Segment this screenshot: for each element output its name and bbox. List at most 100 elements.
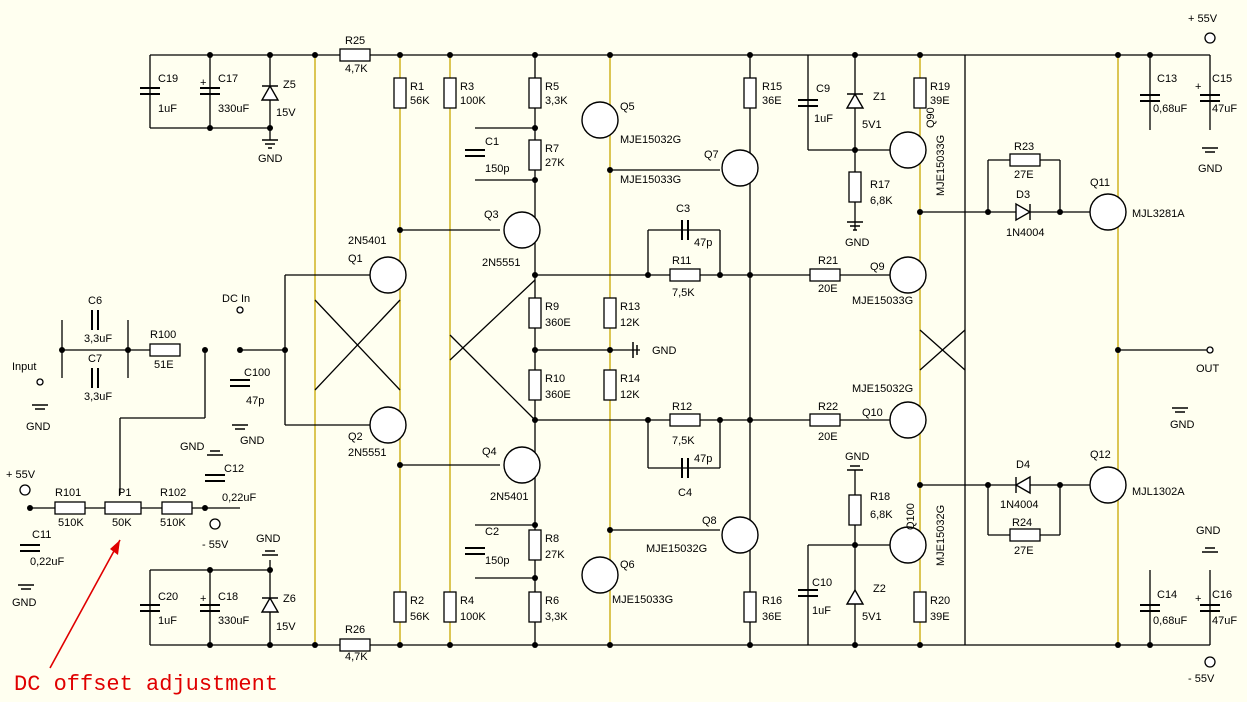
cross-wires <box>314 55 966 645</box>
label-r15-value: 36E <box>762 95 782 107</box>
label-q4: Q4 <box>482 446 497 458</box>
label-r100-value: 51E <box>154 359 174 371</box>
label-r25: R25 <box>345 35 365 47</box>
ground-icon <box>1172 407 1188 413</box>
label-gnd: GND <box>652 345 677 357</box>
capacitor-c15 <box>1200 94 1220 102</box>
resistor-r100 <box>149 343 181 357</box>
transistor-q7-icon <box>721 149 759 187</box>
capacitor-c17 <box>200 87 220 95</box>
capacitors <box>20 87 1220 612</box>
ground-icon <box>18 584 34 590</box>
junction-dots <box>27 52 1153 648</box>
label-c9-value: 1uF <box>814 113 833 125</box>
label-q8: Q8 <box>702 515 717 527</box>
label-r16-value: 36E <box>762 611 782 623</box>
resistor-r10 <box>528 369 542 401</box>
terminal-plus55-icon <box>1204 32 1216 44</box>
resistor-r26 <box>339 638 371 652</box>
label-input: Input <box>12 361 36 373</box>
label-r9: R9 <box>545 301 559 313</box>
label-c10: C10 <box>812 577 832 589</box>
capacitor-c1 <box>465 149 485 157</box>
label-c100-value: 47p <box>246 395 264 407</box>
transistor-q11-icon <box>1089 193 1127 231</box>
resistor-r14 <box>603 369 617 401</box>
resistor-r16 <box>743 591 757 623</box>
capacitor-c14 <box>1140 604 1160 612</box>
resistor-r21 <box>809 268 841 282</box>
label-c15-value: 47uF <box>1212 103 1237 115</box>
label-r10-value: 360E <box>545 389 571 401</box>
resistor-r8 <box>528 529 542 561</box>
label-r18-value: 6,8K <box>870 509 893 521</box>
capacitor-c100 <box>230 379 250 387</box>
label-z5-value: 15V <box>276 107 296 119</box>
label-z5: Z5 <box>283 79 296 91</box>
label-r15: R15 <box>762 81 782 93</box>
terminals <box>19 32 1216 668</box>
zener-z5-icon <box>260 84 280 101</box>
label-r4: R4 <box>460 595 474 607</box>
capacitor-c16 <box>1200 604 1220 612</box>
diode-d3-icon <box>1015 202 1032 222</box>
label-c16-value: 47uF <box>1212 615 1237 627</box>
label-c3-value: 47p <box>694 237 712 249</box>
capacitor-c18 <box>200 604 220 612</box>
label-c7: C7 <box>88 353 102 365</box>
label-r7-value: 27K <box>545 157 565 169</box>
diodes <box>260 84 1032 613</box>
capacitor-c10 <box>798 589 818 597</box>
label-r17-value: 6,8K <box>870 195 893 207</box>
label-gnd: GND <box>12 597 37 609</box>
label-r12-value: 7,5K <box>672 435 695 447</box>
label-z2-value: 5V1 <box>862 611 882 623</box>
label-polarity-plus: + <box>1195 593 1201 605</box>
label-c17-value: 330uF <box>218 103 249 115</box>
label-minus-55v-left: - 55V <box>202 539 229 551</box>
label-r100: R100 <box>150 329 176 341</box>
label-r20: R20 <box>930 595 950 607</box>
label-q1: Q1 <box>348 253 363 265</box>
label-r14: R14 <box>620 373 640 385</box>
label-d4: D4 <box>1016 459 1030 471</box>
label-r25-value: 4,7K <box>345 63 368 75</box>
label-r13: R13 <box>620 301 640 313</box>
label-r101: R101 <box>55 487 81 499</box>
transistor-q3-icon <box>503 211 541 249</box>
label-c3: C3 <box>676 203 690 215</box>
label-r13-value: 12K <box>620 317 640 329</box>
label-c16: C16 <box>1212 589 1232 601</box>
label-gnd: GND <box>845 237 870 249</box>
label-gnd: GND <box>1198 163 1223 175</box>
label-gnd: GND <box>180 441 205 453</box>
ground-icon <box>1202 147 1218 153</box>
label-r10: R10 <box>545 373 565 385</box>
label-q9-type: MJE15033G <box>852 295 913 307</box>
label-d3: D3 <box>1016 189 1030 201</box>
terminal-minus55-icon <box>1204 656 1216 668</box>
capacitor-c13 <box>1140 94 1160 102</box>
label-polarity-plus: + <box>200 593 206 605</box>
zener-z6-icon <box>260 596 280 613</box>
label-out: OUT <box>1196 363 1220 375</box>
resistor-r6 <box>528 591 542 623</box>
label-r18: R18 <box>870 491 890 503</box>
label-c6: C6 <box>88 295 102 307</box>
zener-z2-icon <box>845 588 865 605</box>
zener-z1-icon <box>845 92 865 109</box>
transistor-q6-icon <box>581 556 619 594</box>
label-gnd: GND <box>258 153 283 165</box>
transistor-q9-icon <box>889 256 927 294</box>
label-p1: P1 <box>118 487 131 499</box>
label-q5-type: MJE15032G <box>620 134 681 146</box>
transistor-q5-icon <box>581 101 619 139</box>
label-c100: C100 <box>244 367 270 379</box>
terminal-dcin-icon <box>236 306 244 314</box>
label-r5-value: 3,3K <box>545 95 568 107</box>
label-c14-value: 0,68uF <box>1153 615 1188 627</box>
label-minus-55v: - 55V <box>1188 673 1215 685</box>
resistor-r22 <box>809 413 841 427</box>
label-r24: R24 <box>1012 517 1032 529</box>
label-c18-value: 330uF <box>218 615 249 627</box>
